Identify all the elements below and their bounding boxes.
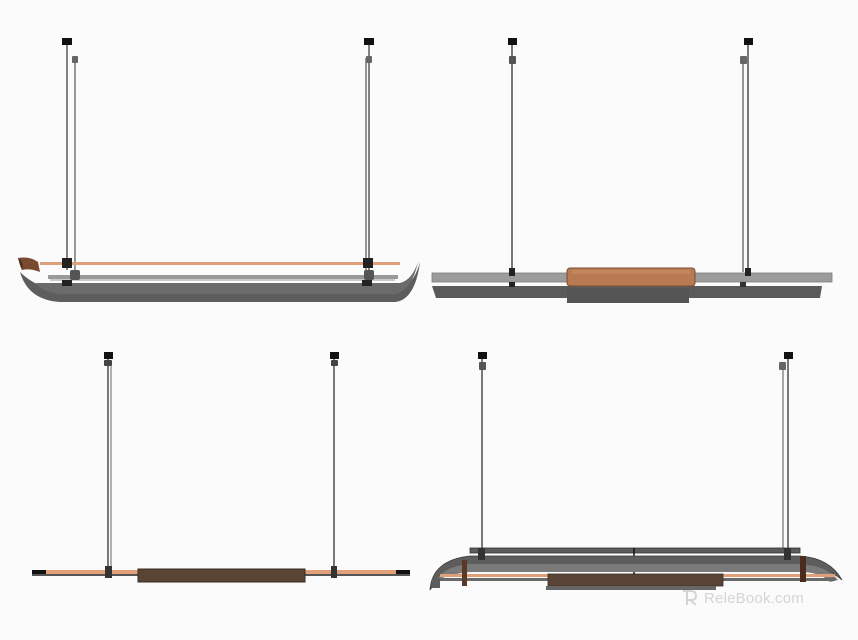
ceiling-cap (508, 38, 517, 45)
fixture-flat-bar-wood-block (431, 38, 833, 303)
dark-block (137, 568, 306, 583)
ceiling-cap (62, 38, 72, 45)
watermark-text: ReleBook.com (704, 589, 804, 607)
wood-end (18, 257, 40, 272)
ceiling-cap (330, 352, 339, 359)
fixture-thin-rod-long-block (32, 352, 410, 583)
ceiling-cap (104, 352, 113, 359)
copper-rod (40, 262, 400, 265)
ceiling-cap (744, 38, 753, 45)
ceiling-cap (364, 38, 374, 45)
fixture-double-curved-frame (429, 352, 843, 591)
fixture-boat-curved (18, 38, 420, 302)
curved-shade (20, 262, 420, 302)
watermark: ReleBook.com (680, 588, 804, 608)
ceiling-cap (478, 352, 487, 359)
rb-logo-icon (683, 590, 698, 606)
ceiling-cap (784, 352, 793, 359)
dark-block (547, 573, 724, 587)
